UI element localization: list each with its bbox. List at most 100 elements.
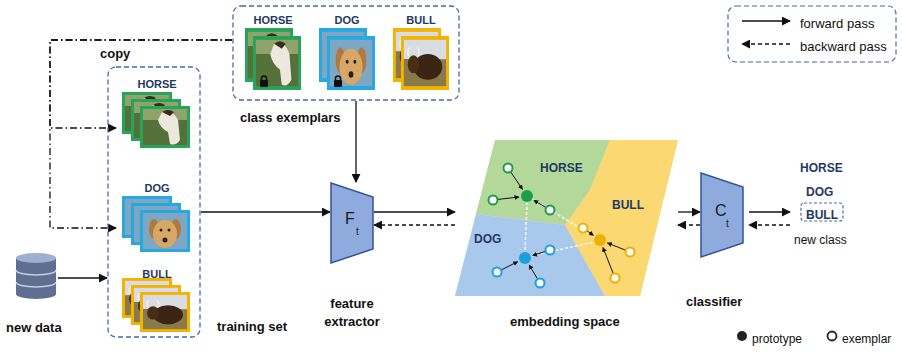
edge-label-holder: copy bbox=[98, 44, 132, 62]
label-text: BULL bbox=[142, 268, 171, 280]
db-body bbox=[16, 258, 56, 294]
illustration-line bbox=[533, 252, 546, 256]
text-holder: training set bbox=[217, 317, 287, 335]
text-holder: BULL bbox=[800, 205, 844, 223]
text-holder: embedding space bbox=[510, 312, 620, 330]
label-text: DOG bbox=[334, 14, 359, 26]
label-text: HORSE bbox=[540, 161, 583, 175]
network-block: Ftfeature extractor bbox=[330, 182, 374, 264]
output-backward-arrow bbox=[749, 224, 790, 225]
text-holder: BULL bbox=[388, 10, 454, 28]
text-holder: DOG bbox=[116, 178, 198, 196]
label-text: t bbox=[726, 218, 729, 229]
label-text: HORSE bbox=[253, 14, 292, 26]
db-rings bbox=[16, 270, 56, 287]
illustration-line bbox=[525, 202, 527, 252]
illustration-line bbox=[502, 262, 518, 270]
illustration-use bbox=[327, 36, 375, 90]
legend-exemplar-ring bbox=[828, 332, 837, 341]
illustration-line bbox=[531, 242, 594, 256]
text-holder: exemplar bbox=[842, 329, 891, 347]
db-outline bbox=[14, 250, 58, 300]
illustration-line bbox=[532, 199, 595, 237]
illustration-circle bbox=[504, 164, 513, 173]
text-holder: prototype bbox=[752, 329, 802, 347]
label-text: new class bbox=[794, 233, 847, 247]
text-holder: classifier bbox=[686, 292, 742, 310]
text-holder: HORSE bbox=[800, 158, 843, 176]
illustration-use bbox=[140, 210, 190, 252]
text-holder: DOG bbox=[474, 229, 501, 247]
connector bbox=[355, 101, 356, 182]
illustration-use bbox=[245, 28, 293, 82]
horse-stack-images bbox=[122, 92, 190, 148]
illustration-circle bbox=[594, 234, 606, 246]
connector bbox=[201, 211, 330, 212]
embedding-space: embedding spaceHORSEDOGBULL bbox=[455, 140, 678, 296]
illustration-use bbox=[253, 36, 301, 90]
legend-text: exemplar bbox=[842, 332, 891, 346]
illustration-use bbox=[122, 196, 172, 238]
connector bbox=[58, 277, 107, 278]
illustration-use bbox=[122, 92, 172, 134]
legend-text: forward pass bbox=[800, 16, 874, 31]
image-stack: HORSE bbox=[116, 72, 198, 166]
illustration-circle bbox=[521, 190, 533, 202]
exemplar-dots bbox=[489, 164, 635, 288]
region-shape bbox=[565, 140, 678, 296]
illustration-circle bbox=[546, 246, 555, 255]
dashed-group: class exemplarsHORSEDOGBULL bbox=[232, 5, 460, 101]
db-top bbox=[16, 253, 56, 263]
connector bbox=[678, 224, 700, 225]
dash-outline bbox=[107, 66, 201, 338]
label-text: C bbox=[715, 202, 727, 219]
illustration-circle bbox=[493, 268, 502, 277]
prototype-links bbox=[525, 199, 595, 256]
illustration-line bbox=[534, 200, 546, 207]
connector bbox=[50, 40, 232, 128]
illustration-use bbox=[334, 76, 342, 87]
label-text: BULL bbox=[612, 198, 644, 212]
text-holder: forward pass bbox=[800, 14, 874, 32]
text-holder: feature extractor bbox=[312, 294, 392, 330]
illustration-line bbox=[607, 243, 625, 250]
text-holder: HORSE bbox=[116, 74, 198, 92]
text-holder: t bbox=[356, 221, 359, 239]
database-icon: new data bbox=[14, 250, 58, 300]
text-holder: HORSE bbox=[540, 158, 583, 176]
illustration-circle bbox=[519, 252, 531, 264]
exemplar-stack: BULL bbox=[388, 8, 454, 98]
new-class-box: BULLnew class bbox=[800, 202, 844, 222]
text-holder: F bbox=[345, 210, 355, 228]
label-text: class exemplars bbox=[240, 110, 340, 125]
label-text: training set bbox=[217, 319, 287, 334]
text-holder: HORSE bbox=[240, 10, 306, 28]
dashed-border bbox=[801, 203, 843, 221]
illustration-use bbox=[122, 278, 172, 318]
illustration-use bbox=[131, 285, 181, 325]
text-holder: DOG bbox=[314, 10, 380, 28]
illustration-line bbox=[587, 231, 593, 236]
legend-text: prototype bbox=[752, 332, 802, 346]
legend-backward-arrow bbox=[742, 43, 790, 44]
legend-forward-arrow bbox=[742, 20, 790, 21]
label-text: F bbox=[345, 210, 355, 227]
label-text: feature extractor bbox=[324, 296, 380, 329]
illustration-use bbox=[131, 203, 181, 245]
parallelogram bbox=[455, 140, 678, 296]
illustration-use bbox=[393, 28, 441, 82]
illustration-circle bbox=[579, 224, 588, 233]
image-stack: DOG bbox=[116, 176, 198, 262]
edge-label: copy bbox=[98, 46, 132, 61]
output-forward-arrow bbox=[749, 211, 790, 212]
connector bbox=[374, 224, 455, 225]
label-text: HORSE bbox=[137, 78, 176, 90]
dashed-border bbox=[233, 6, 459, 100]
connector bbox=[678, 211, 700, 212]
illustration-use bbox=[319, 28, 367, 82]
trapezoid bbox=[331, 183, 373, 263]
illustration-line bbox=[498, 197, 519, 199]
